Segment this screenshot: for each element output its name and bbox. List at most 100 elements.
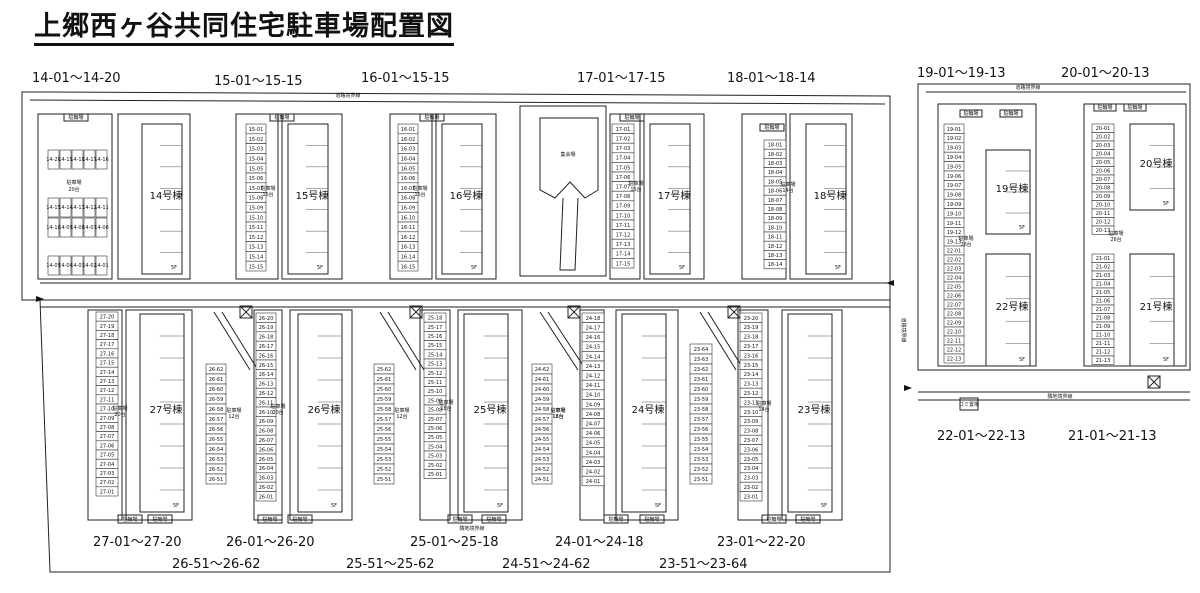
parking-space[interactable]	[423, 469, 447, 479]
parking-space-number: 23-55	[694, 437, 709, 443]
parking-space[interactable]	[59, 197, 72, 218]
parking-space[interactable]	[83, 197, 96, 218]
parking-space-number: 19-08	[947, 193, 962, 199]
parking-space-number: 19-05	[947, 164, 962, 170]
parking-space-number: 24-18	[586, 316, 601, 322]
parking-space[interactable]	[205, 473, 227, 485]
parking-space[interactable]	[943, 353, 965, 364]
page-title: 上郷西ヶ谷共同住宅駐車場配置図	[34, 12, 454, 46]
parking-space-number: 20-11	[1096, 211, 1111, 217]
parking-space-number: 24-03	[586, 460, 601, 466]
parking-space-number: 25-56	[377, 427, 392, 433]
parking-space[interactable]	[83, 255, 96, 276]
range-label-24b: 24-51～24-62	[502, 557, 591, 572]
parking-space[interactable]	[581, 475, 605, 487]
parking-space-number: 14-12	[82, 205, 97, 211]
parking-space[interactable]	[47, 255, 60, 276]
building-outline	[463, 313, 509, 513]
parking-space[interactable]	[397, 260, 419, 272]
parking-space-number: 26-15	[259, 363, 274, 369]
garbage-label: ゴミ置場	[959, 401, 979, 408]
building-name: 19号棟	[996, 182, 1029, 195]
parking-space-number: 25-03	[428, 454, 443, 460]
parking-space-number: 16-06	[401, 176, 416, 182]
parking-space-number: 26-51	[209, 477, 224, 483]
parking-lot-14: 14-2014-1914-1814-1714-1614-1514-1414-13…	[46, 149, 109, 276]
parking-space[interactable]	[71, 197, 84, 218]
parking-space-number: 17-14	[616, 252, 631, 258]
parking-space[interactable]	[59, 255, 72, 276]
adjacent-boundary-bottom-label: 隣地境界線	[459, 525, 484, 532]
parking-space-number: 27-19	[100, 324, 115, 330]
building-floors: 5F	[471, 265, 477, 271]
parking-space-number: 18-04	[768, 170, 783, 176]
parking-space-number: 22-13	[947, 356, 962, 362]
parking-space[interactable]	[47, 197, 60, 218]
parking-space-number: 27-13	[100, 379, 115, 385]
parking-lot-p15: 15-0115-0215-0315-0415-0515-0615-0715-08…	[245, 123, 276, 272]
building-outline	[621, 313, 667, 513]
parking-space[interactable]	[739, 491, 763, 502]
parking-space[interactable]	[83, 149, 96, 170]
parking-space[interactable]	[83, 217, 96, 238]
parking-space-number: 25-10	[428, 389, 443, 395]
parking-space[interactable]	[59, 217, 72, 238]
parking-space[interactable]	[71, 255, 84, 276]
parking-space-number: 23-05	[744, 457, 759, 463]
parking-space[interactable]	[373, 473, 395, 485]
parking-space-number: 14-10	[46, 225, 61, 231]
parking-space-number: 25-04	[428, 444, 443, 450]
parking-space[interactable]	[1091, 225, 1115, 235]
parking-space-number: 23-57	[694, 417, 709, 423]
building-outline	[441, 123, 483, 275]
parking-space-number: 23-62	[694, 367, 709, 373]
parking-space-number: 14-16	[94, 157, 109, 163]
bike-shelter-label: 駐輪場	[624, 114, 639, 121]
parking-space[interactable]	[255, 491, 277, 502]
parking-space[interactable]	[95, 217, 108, 238]
building-name: 27号棟	[150, 403, 183, 416]
parking-space[interactable]	[1091, 355, 1115, 365]
parking-caption: 12台	[228, 413, 239, 420]
parking-space-number: 23-60	[694, 387, 709, 393]
parking-space[interactable]	[531, 473, 553, 485]
parking-space-number: 24-62	[535, 367, 550, 373]
parking-space-number: 16-02	[401, 137, 416, 143]
building-name: 25号棟	[474, 403, 507, 416]
parking-space[interactable]	[763, 259, 787, 270]
parking-space-number: 24-61	[535, 377, 550, 383]
parking-space-number: 24-17	[586, 326, 601, 332]
parking-space-number: 26-10	[259, 410, 274, 416]
parking-space-number: 23-20	[744, 316, 759, 322]
site-boundary-right	[917, 83, 1191, 371]
building-name: 17号棟	[658, 189, 691, 202]
parking-space-number: 15-10	[249, 215, 264, 221]
parking-space[interactable]	[71, 149, 84, 170]
parking-space[interactable]	[245, 260, 267, 272]
parking-space-number: 25-54	[377, 447, 392, 453]
parking-space-number: 19-11	[947, 221, 962, 227]
building-floors: 5F	[1019, 357, 1025, 363]
building-floors: 5F	[821, 503, 827, 509]
building-floors: 5F	[1163, 201, 1169, 207]
parking-space[interactable]	[47, 217, 60, 238]
parking-space-number: 26-13	[259, 382, 274, 388]
parking-space[interactable]	[95, 486, 119, 497]
parking-space[interactable]	[59, 149, 72, 170]
parking-space-number: 26-60	[209, 387, 224, 393]
parking-space[interactable]	[689, 473, 713, 485]
parking-space-number: 21-10	[1096, 333, 1111, 339]
parking-space-number: 25-05	[428, 435, 443, 441]
parking-space[interactable]	[47, 149, 60, 170]
parking-space[interactable]	[611, 258, 635, 269]
parking-space[interactable]	[95, 149, 108, 170]
parking-space[interactable]	[95, 255, 108, 276]
parking-space[interactable]	[71, 217, 84, 238]
parking-space-number: 21-13	[1096, 358, 1111, 364]
bike-shelter-label: 駐輪場	[608, 516, 623, 523]
parking-space[interactable]	[95, 197, 108, 218]
